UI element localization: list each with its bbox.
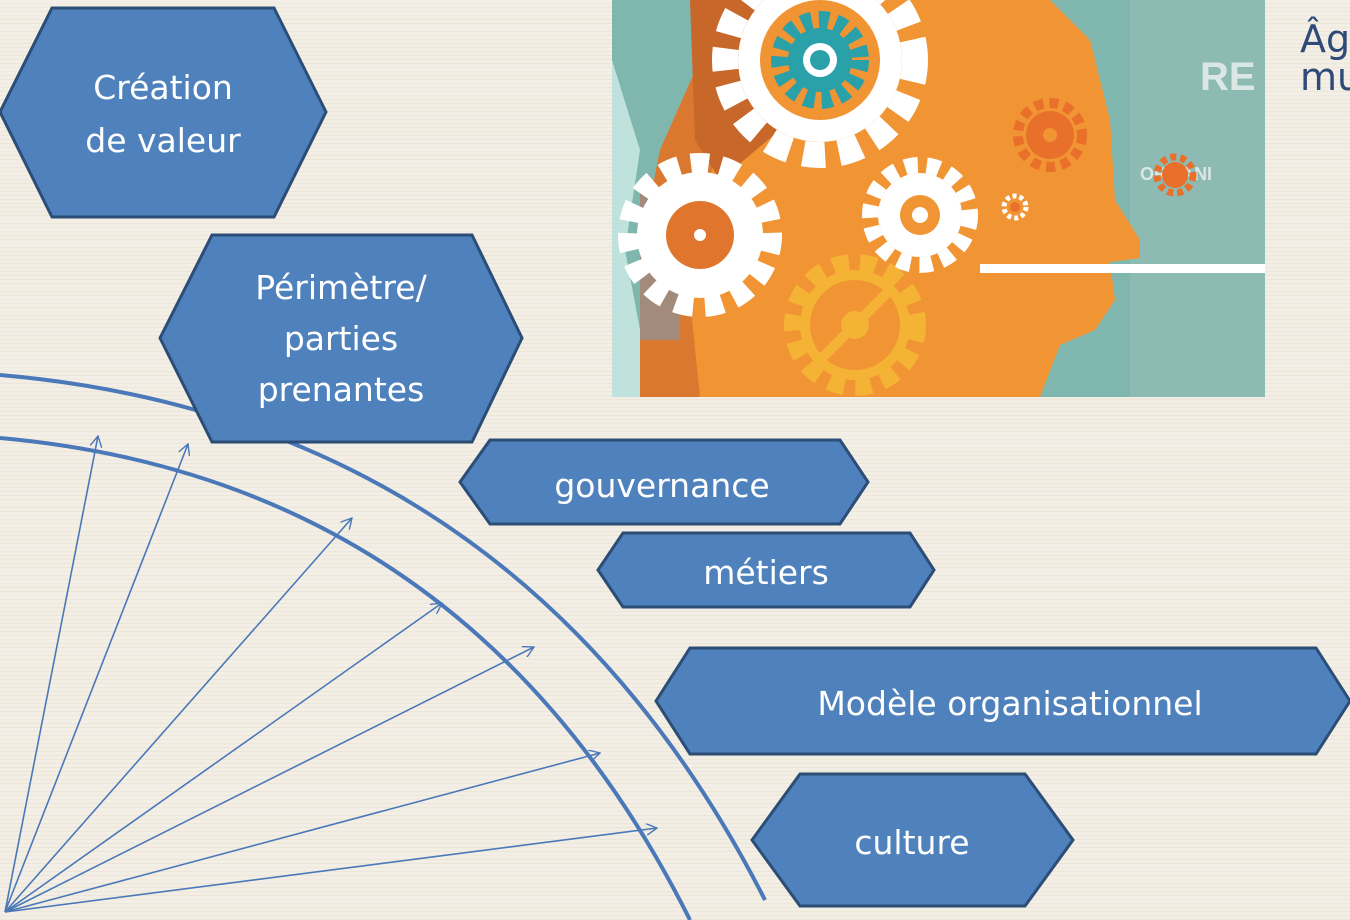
side-text-line2: mu [1300,55,1350,99]
hex-perimetre-line3: prenantes [258,370,425,409]
hex-perimetre-line2: parties [284,319,398,358]
arc-outer [0,373,767,901]
hex-metiers-label: métiers [703,553,829,592]
hex-culture-label: culture [854,823,969,862]
arrow-4 [4,603,442,913]
gear-small-orange-icon [1153,153,1197,197]
hex-culture: culture [750,772,1075,908]
gear-large-icon [712,0,928,168]
hex-perimetre-line1: Périmètre/ [255,268,427,307]
arrow-6 [4,753,600,913]
hex-metiers: métiers [596,531,936,609]
hex-creation-valeur: Création de valeur [0,6,328,219]
arrow-5 [4,647,534,913]
hex-creation-valeur-line2: de valeur [85,121,241,160]
arrow-2 [4,444,188,913]
hex-gouvernance-label: gouvernance [554,466,769,505]
arrow-fan [4,436,657,913]
image-text-re: RE [1200,55,1256,99]
hex-modele-organisationnel: Modèle organisationnel [654,646,1350,756]
gears-head-illustration: RE ORGANI [612,0,1265,397]
hex-perimetre: Périmètre/ parties prenantes [158,233,524,444]
arrow-1 [4,436,98,913]
hex-creation-valeur-line1: Création [93,68,233,107]
arrow-7 [4,828,657,913]
hex-gouvernance: gouvernance [458,438,870,526]
gear-left-icon [618,153,782,317]
hex-modele-label: Modèle organisationnel [817,684,1202,723]
arrow-3 [4,518,352,913]
side-text-cut-off: Âg mu [1300,20,1350,96]
gear-tiny-icon [1001,193,1029,221]
gear-orange-icon [1013,98,1087,172]
gear-yellow-icon [784,254,926,396]
arc-inner [0,436,692,920]
gear-middle-icon [862,157,978,273]
side-text-line1: Âg [1300,17,1350,61]
